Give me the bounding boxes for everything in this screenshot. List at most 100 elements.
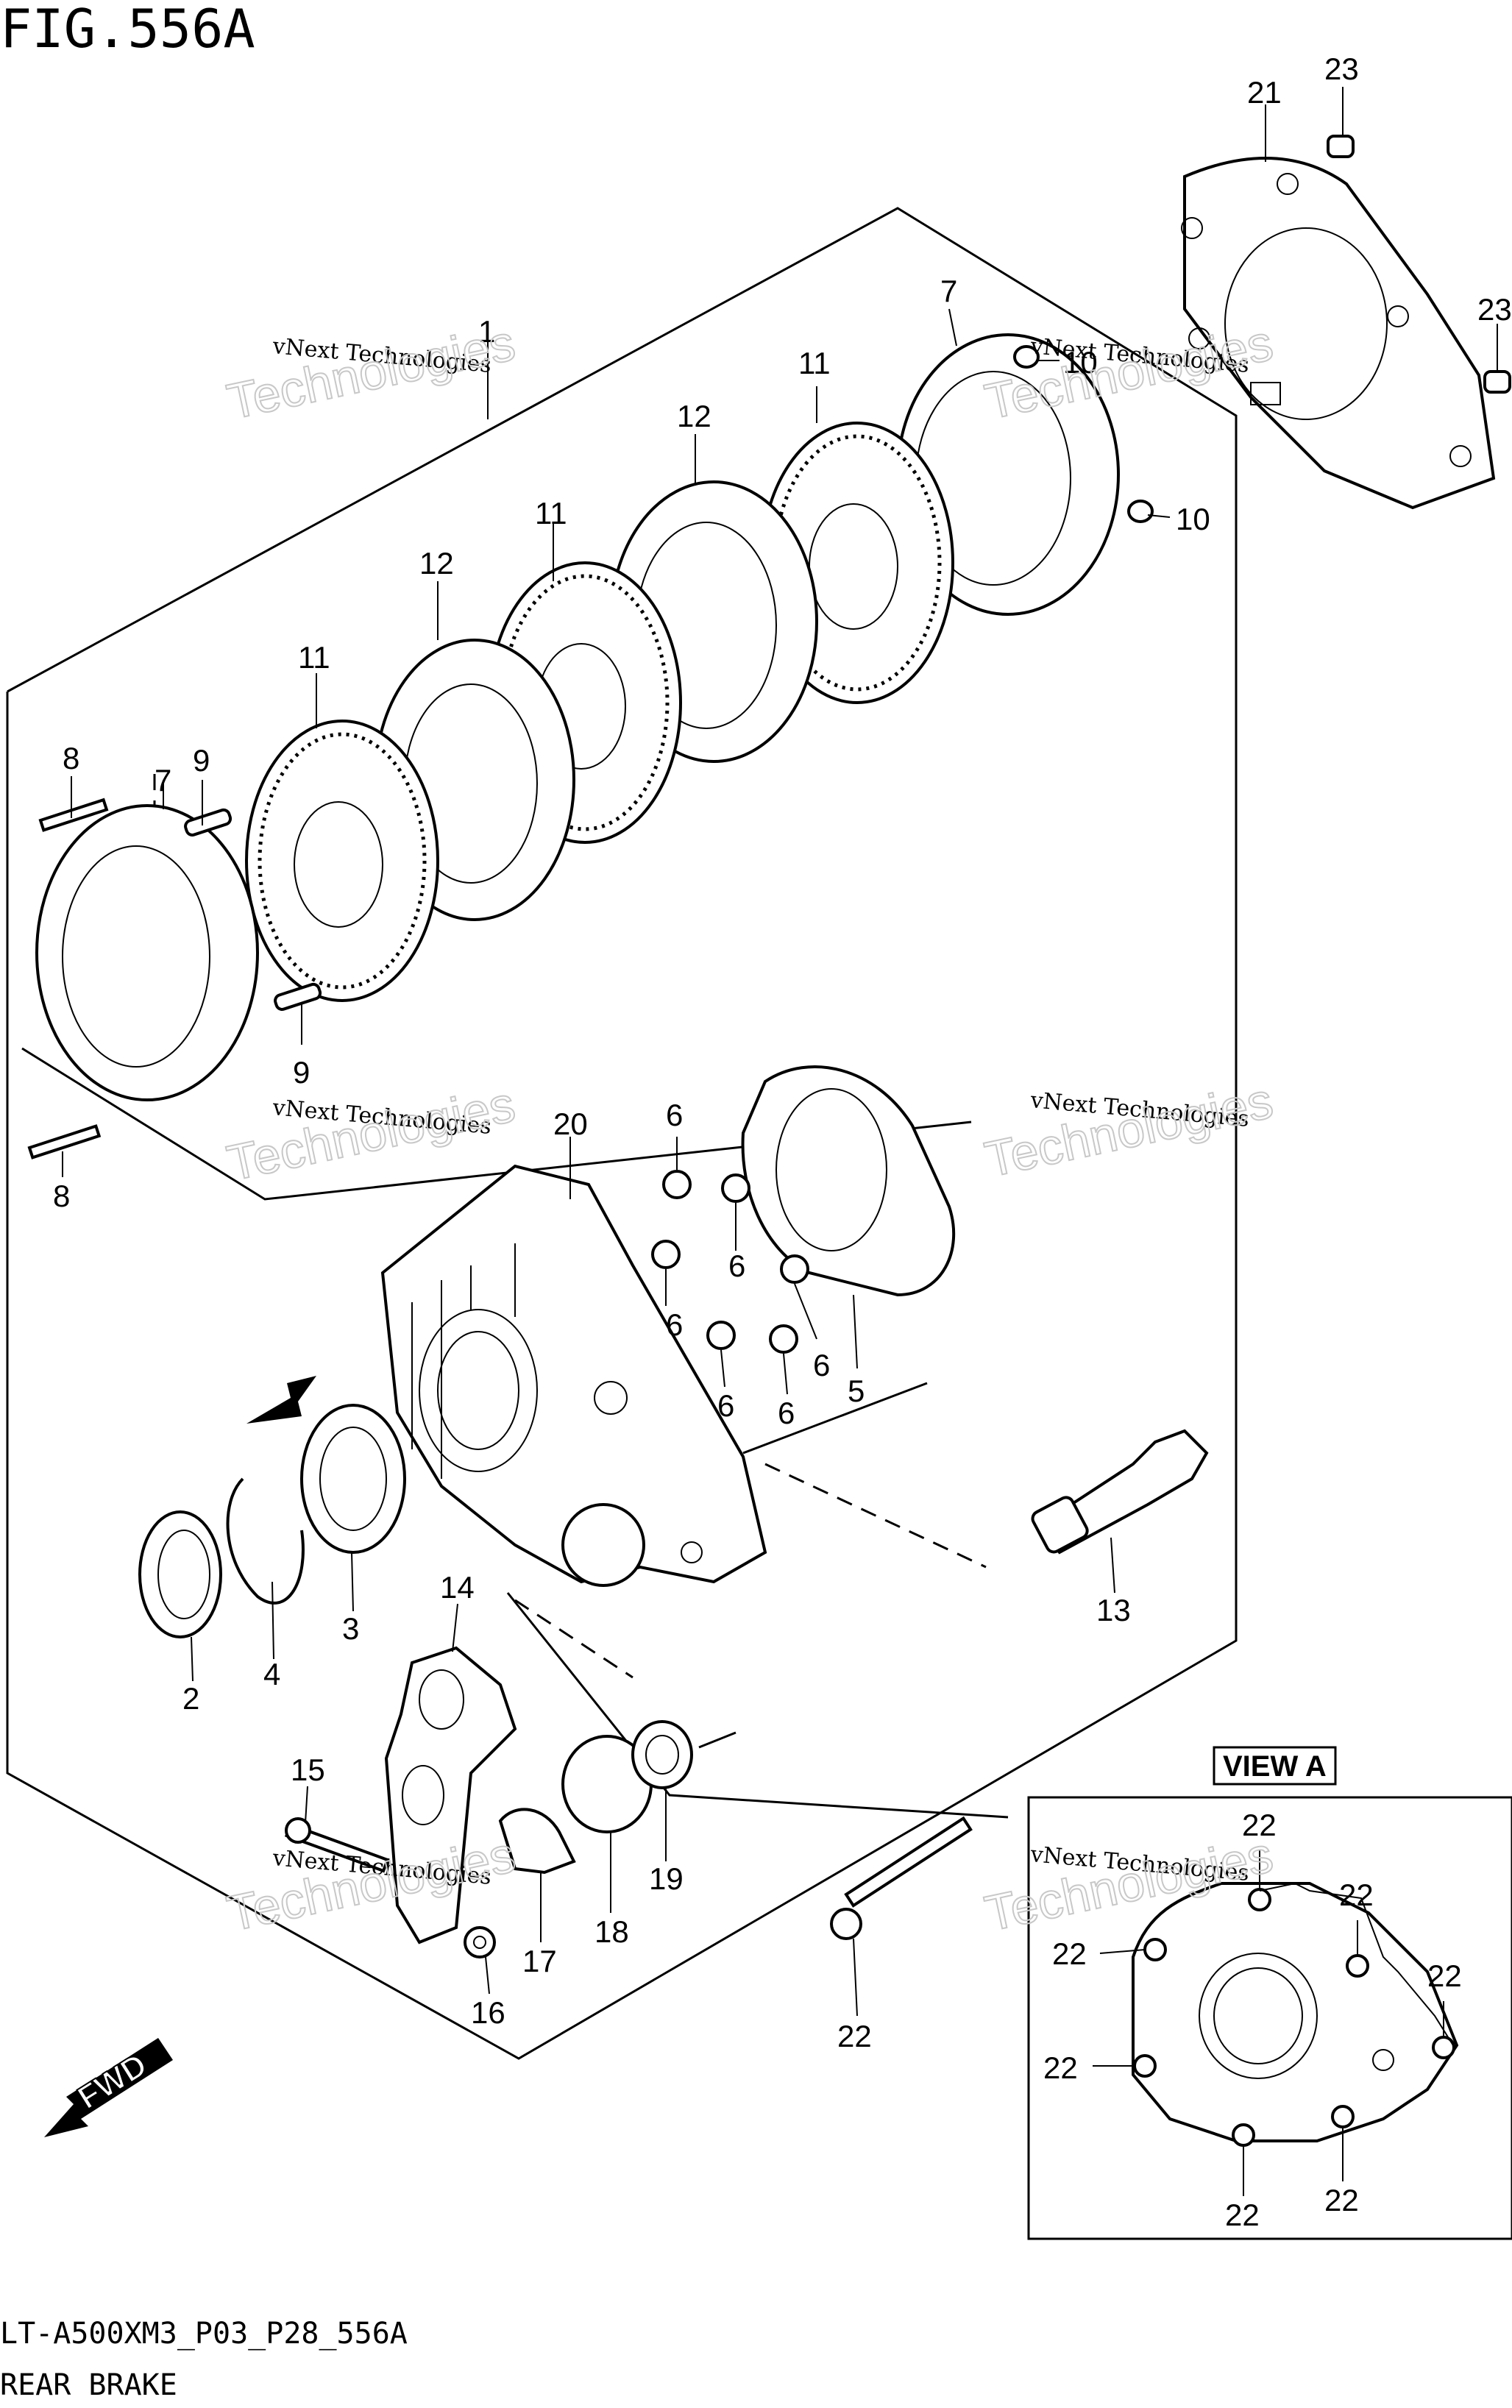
bolt-reference-line xyxy=(514,1599,633,1679)
callout-8: 8 xyxy=(63,741,79,775)
view-a-bolt xyxy=(1331,2105,1355,2128)
caliper-bracket xyxy=(384,1646,517,1944)
callout-22: 22 xyxy=(1043,2050,1078,2085)
callout-10: 10 xyxy=(1176,502,1210,536)
callout-23: 23 xyxy=(1477,292,1512,327)
callout-14: 14 xyxy=(440,1570,475,1605)
watermark-text: Technologies xyxy=(222,1076,519,1192)
callout-11: 11 xyxy=(798,346,831,380)
housing-guide-line xyxy=(742,1382,928,1455)
callout-22: 22 xyxy=(1427,1958,1462,1993)
callout-6: 6 xyxy=(813,1348,830,1382)
callout-22: 22 xyxy=(1324,2183,1359,2217)
figure-title: FIG.556A xyxy=(0,0,255,60)
steel-ball xyxy=(780,1254,809,1284)
brake-pressure-plate xyxy=(35,804,259,1101)
view-a-label-box xyxy=(1213,1746,1337,1786)
caliper-guide-line xyxy=(506,1592,1009,1819)
callout-3: 3 xyxy=(342,1611,359,1646)
steel-ball xyxy=(662,1170,692,1199)
view-a-label: VIEW A xyxy=(1223,1750,1327,1783)
bracket-bolt xyxy=(284,1817,390,1873)
dowel-pin xyxy=(1483,370,1511,394)
callout-labels: 1 2 3 4 5 6 6 6 6 6 6 7 7 8 8 9 9 10 10 … xyxy=(53,52,1512,2232)
assembly-boundary xyxy=(6,207,1238,2060)
view-a-cover xyxy=(1132,1882,1459,2142)
callout-22: 22 xyxy=(1225,2198,1260,2232)
view-a-arrow xyxy=(246,1376,316,1424)
callout-6: 6 xyxy=(778,1396,795,1430)
callout-11: 11 xyxy=(535,496,567,530)
forward-direction-arrow: FWD xyxy=(44,2038,173,2137)
view-a-panel xyxy=(1027,1796,1512,2240)
view-a-outline xyxy=(1259,1882,1454,2046)
callout-6: 6 xyxy=(666,1098,683,1132)
callout-17: 17 xyxy=(522,1944,557,1978)
callout-12: 12 xyxy=(419,546,454,580)
view-a-bolt xyxy=(1143,1938,1167,1961)
arm-washer xyxy=(631,1720,693,1789)
callout-8: 8 xyxy=(53,1179,70,1213)
plate-pin xyxy=(27,1124,102,1159)
washer xyxy=(1013,345,1154,523)
view-a-bolt xyxy=(1232,2123,1255,2147)
friction-disc xyxy=(245,720,439,1002)
oil-seal xyxy=(138,1510,222,1638)
callout-10: 10 xyxy=(1063,345,1098,380)
callout-9: 9 xyxy=(293,1055,310,1090)
brake-piston-cover xyxy=(741,1065,956,1297)
callout-21: 21 xyxy=(1247,75,1282,110)
callout-7: 7 xyxy=(155,763,171,798)
callout-5: 5 xyxy=(848,1374,865,1408)
callout-19: 19 xyxy=(649,1861,684,1896)
callout-13: 13 xyxy=(1096,1593,1131,1627)
brake-arm xyxy=(498,1808,576,1875)
callout-6: 6 xyxy=(728,1249,745,1283)
brake-cover-plate xyxy=(1181,157,1496,510)
callout-22: 22 xyxy=(1242,1808,1277,1842)
callout-23: 23 xyxy=(1324,52,1359,86)
brake-shaft xyxy=(1031,1429,1209,1555)
callout-4: 4 xyxy=(263,1657,280,1691)
callout-22: 22 xyxy=(1339,1878,1374,1912)
return-spring xyxy=(184,808,322,1011)
callout-11: 11 xyxy=(298,640,330,675)
steel-ball xyxy=(721,1173,750,1203)
callout-6: 6 xyxy=(717,1388,734,1423)
view-a-bolt xyxy=(1346,1954,1369,1978)
shaft-reference-line xyxy=(764,1463,987,1569)
callout-6: 6 xyxy=(666,1307,683,1342)
callout-15: 15 xyxy=(291,1752,325,1787)
callout-9: 9 xyxy=(193,743,210,778)
model-code: LT-A500XM3_P03_P28_556A xyxy=(0,2317,408,2351)
callout-leaders xyxy=(62,87,1498,2196)
dowel-pin xyxy=(1327,135,1355,158)
callout-20: 20 xyxy=(553,1107,588,1141)
callout-22: 22 xyxy=(1052,1936,1087,1971)
brake-housing xyxy=(380,1164,767,1587)
callout-18: 18 xyxy=(594,1914,629,1949)
steel-ball xyxy=(651,1240,681,1269)
callout-7: 7 xyxy=(940,274,957,308)
hex-nut xyxy=(464,1926,496,1958)
watermark-text: Technologies xyxy=(222,1827,519,1942)
callout-22: 22 xyxy=(837,2019,872,2053)
watermark-text: Technologies xyxy=(222,315,519,430)
section-name: REAR BRAKE xyxy=(0,2368,177,2402)
circlip xyxy=(226,1477,305,1605)
callout-2: 2 xyxy=(182,1681,199,1716)
steel-ball xyxy=(769,1324,798,1354)
seal-guide-line xyxy=(21,1047,972,1201)
callout-1: 1 xyxy=(478,314,495,349)
callout-12: 12 xyxy=(677,399,711,433)
bearing xyxy=(300,1404,406,1554)
steel-ball xyxy=(706,1321,736,1350)
view-a-bolt xyxy=(1133,2054,1157,2078)
watermark-text: Technologies xyxy=(980,1073,1277,1188)
bracket-guide-line xyxy=(698,1731,737,1749)
callout-16: 16 xyxy=(471,1995,505,2030)
view-a-bolt xyxy=(1248,1888,1271,1911)
cover-bolt xyxy=(830,1816,973,1940)
